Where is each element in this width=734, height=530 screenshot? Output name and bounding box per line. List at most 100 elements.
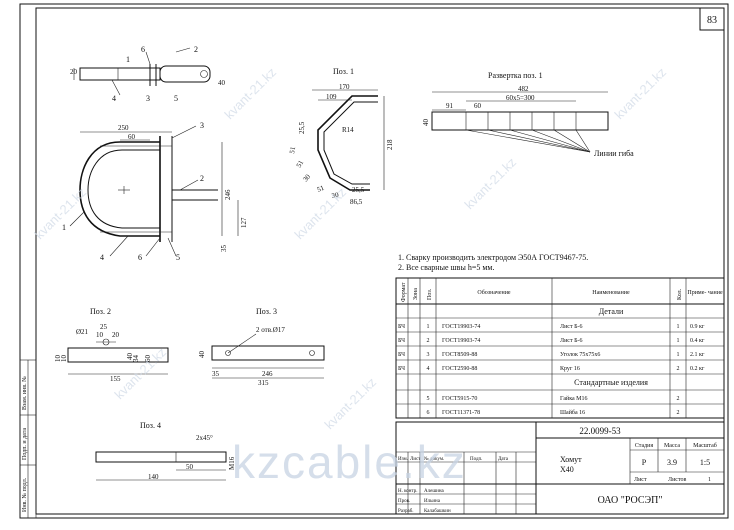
pos1-dim-170: 170 [339, 83, 350, 91]
spec-head-name: Наименование [592, 290, 630, 296]
title-sheet-label: Лист [634, 477, 647, 483]
spec-head-zone: Зона [413, 288, 419, 300]
title-mass: 3.9 [667, 458, 677, 467]
spec-cell-note: 0.2 кг [690, 366, 705, 372]
razvertka-title: Развертка поз. 1 [488, 71, 543, 80]
spec-cell-format: БЧ [398, 366, 405, 372]
title-head-scale: Масштаб [693, 442, 717, 449]
pos2-dim-20: 20 [112, 331, 120, 339]
razvertka-dim-482: 482 [518, 85, 529, 93]
top-callout-5: 5 [174, 94, 178, 103]
spec-cell-qty: 2 [677, 396, 680, 402]
note-1: 1. Сварку производить электродом Э50А ГО… [398, 253, 588, 262]
spec-head-qty: Кол. [677, 288, 683, 300]
spec-cell-pos: 2 [427, 338, 430, 344]
spec-cell-qty: 1 [677, 338, 680, 344]
sheet-number-box [699, 7, 725, 31]
razvertka-dim-91: 91 [446, 102, 454, 110]
spec-cell-format: БЧ [398, 324, 405, 330]
spec-row-5: 5 ГОСТ5915-70 Гайка М16 2 [427, 395, 680, 402]
title-product-size: Х40 [560, 465, 574, 474]
spec-cell-name: Гайка М16 [560, 395, 588, 402]
notes: 1. Сварку производить электродом Э50А ГО… [398, 253, 588, 272]
pos3-view: Поз. 3 2 отв.Ø17 40 35 246 315 [198, 307, 325, 387]
pos1-dim-86-5: 86,5 [350, 198, 363, 206]
main-dim-60: 60 [128, 133, 136, 141]
assembly-top-view: 20 40 6 2 1 4 3 5 [70, 45, 226, 103]
spec-head-designation: Обозначение [477, 289, 510, 296]
spec-cell-note: 0.9 кг [690, 324, 705, 330]
title-col-doc: № докум. [424, 456, 444, 462]
pos4-view: Поз. 4 2x45° 50 140 M16 [95, 421, 236, 481]
pos3-dim-40: 40 [198, 351, 206, 359]
pos1-dim-25-5a: 25,5 [298, 121, 306, 134]
pos2-dim-155: 155 [110, 375, 121, 383]
pos3-title: Поз. 3 [256, 307, 277, 316]
title-col-izm: Изм. [398, 457, 408, 462]
razvertka-dim-300: 60x5=300 [506, 94, 535, 102]
title-block: 22.0099-53 Хомут Х40 Стадия Масса Масшта… [395, 421, 725, 515]
pos1-dim-25-5b: 25,5 [352, 186, 365, 194]
watermark-kvant: kvant-21.kz [112, 345, 170, 403]
pos2-view: Поз. 2 Ø21 25 10 20 34 40 60 10 10 155 [54, 307, 169, 383]
spec-cell-format: БЧ [398, 352, 405, 358]
pos1-dim-30b: 30 [331, 191, 340, 200]
spec-cell-name: Лист Б-6 [560, 338, 583, 344]
pos2-dim-40: 40 [126, 353, 134, 361]
title-sheets-value: 1 [708, 477, 711, 483]
sheet-frame [19, 3, 729, 519]
pos1-dim-51c: 51 [316, 184, 326, 194]
pos3-dim-holes: 2 отв.Ø17 [256, 326, 285, 334]
top-callout-3: 3 [146, 94, 150, 103]
watermark-kvant: kvant-21.kz [322, 375, 380, 433]
pos1-dim-51b: 51 [295, 159, 306, 169]
title-col-list: Лист [410, 457, 421, 462]
pos2-dim-60: 60 [144, 355, 152, 363]
watermark-kvant: kvant-21.kz [612, 65, 670, 123]
pos4-dim-chamfer: 2x45° [196, 434, 213, 442]
pos4-title: Поз. 4 [140, 421, 161, 430]
top-callout-4: 4 [112, 94, 116, 103]
side-stamp: Инв. № подл. Подп. и дата Взам. инв. № [19, 359, 37, 519]
main-callout-6: 6 [138, 253, 142, 262]
spec-cell-name: Уголок 75х75х6 [560, 352, 600, 358]
spec-cell-designation: ГОСТ5915-70 [442, 396, 477, 402]
title-role-nkontr: Н. контр. [398, 489, 417, 494]
title-name-prov: Ильина [424, 499, 441, 504]
spec-row-4: БЧ 4 ГОСТ2590-88 Круг 16 2 0.2 кг [398, 366, 705, 372]
spec-cell-pos: 3 [427, 352, 430, 358]
pos2-dim-10c: 10 [60, 355, 68, 363]
main-dim-250: 250 [118, 124, 129, 132]
spec-row-6: 6 ГОСТ11371-78 Шайба 16 2 [427, 409, 680, 416]
sheet-number: 83 [707, 15, 717, 26]
pos3-dim-246: 246 [262, 370, 273, 378]
razvertka-dim-60: 60 [474, 102, 482, 110]
title-role-razrab: Разраб. [398, 509, 414, 514]
pos2-title: Поз. 2 [90, 307, 111, 316]
pos4-dim-50: 50 [186, 463, 194, 471]
spec-cell-name: Шайба 16 [560, 409, 585, 416]
pos3-dim-315: 315 [258, 379, 269, 387]
main-dim-127: 127 [240, 217, 248, 228]
spec-cell-designation: ГОСТ8509-88 [442, 352, 477, 358]
main-dim-246: 246 [224, 189, 232, 200]
spec-row-1: БЧ 1 ГОСТ19903-74 Лист Б-6 1 0.9 кг [398, 324, 705, 330]
spec-head-pos: Поз. [427, 288, 433, 300]
pos4-dim-140: 140 [148, 473, 159, 481]
spec-cell-qty: 2 [677, 366, 680, 372]
pos2-dim-34: 34 [132, 355, 140, 363]
spec-cell-note: 2.1 кг [690, 352, 705, 358]
spec-head-note: Приме- чание [687, 290, 723, 296]
assembly-main-view: 250 60 246 127 35 3 2 1 4 6 5 [62, 121, 248, 262]
watermark-kvant: kvant-21.kz [222, 65, 280, 123]
watermark-kvant: kvant-21.kz [462, 155, 520, 213]
pos1-dim-51a: 51 [288, 146, 297, 155]
main-callout-5: 5 [176, 253, 180, 262]
spec-row-2: БЧ 2 ГОСТ19903-74 Лист Б-6 1 0.4 кг [398, 338, 705, 344]
spec-section-standard: Стандартные изделия [574, 378, 648, 387]
top-dim-40: 40 [218, 79, 226, 87]
pos2-dim-25: 25 [100, 323, 108, 331]
spec-cell-designation: ГОСТ19903-74 [442, 338, 480, 344]
spec-cell-designation: ГОСТ19903-74 [442, 324, 480, 330]
title-role-prov: Пров. [398, 499, 410, 504]
